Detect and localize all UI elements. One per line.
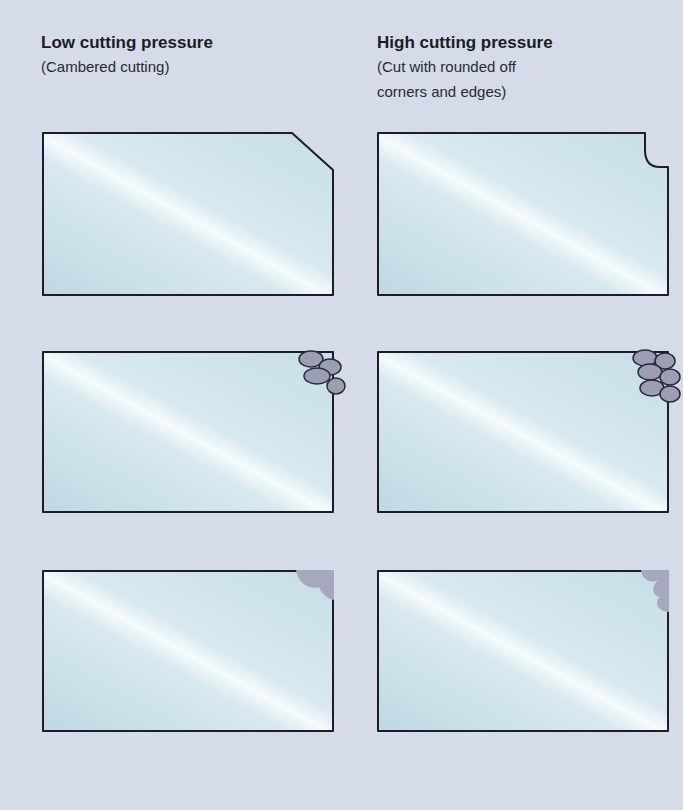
glass-chip xyxy=(638,364,662,380)
column-subheading: (Cut with rounded off corners and edges) xyxy=(377,54,555,104)
column-subheading: (Cambered cutting) xyxy=(41,54,321,79)
glass-pane xyxy=(378,571,668,731)
glass-chip xyxy=(304,368,330,384)
notched-pane xyxy=(378,133,668,295)
glass-chip xyxy=(660,369,680,385)
glass-chip xyxy=(660,386,680,402)
column-heading: High cutting pressure xyxy=(377,32,667,54)
column-heading: Low cutting pressure xyxy=(41,32,321,54)
chipped-area xyxy=(296,570,334,600)
chamfered-pane xyxy=(43,133,333,295)
glass-chip xyxy=(327,378,345,394)
glass-pane xyxy=(43,352,333,512)
glass-pane xyxy=(378,352,668,512)
glass-pane xyxy=(43,571,333,731)
chipped-area xyxy=(641,570,669,612)
